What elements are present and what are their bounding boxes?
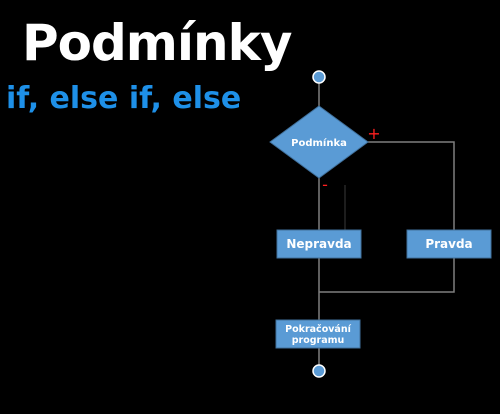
false-node-label: Nepravda	[286, 237, 351, 251]
true-node-box	[406, 229, 492, 259]
decision-diamond-shape	[269, 105, 369, 179]
page-subtitle: if, else if, else	[6, 81, 242, 116]
decision-label: Podmínka	[291, 137, 347, 149]
connector-true-merge	[319, 258, 455, 293]
false-node: Nepravda	[276, 229, 362, 259]
connector-decision-to-true	[368, 141, 455, 230]
continue-node: Pokračování programu	[275, 319, 361, 349]
false-node-box	[276, 229, 362, 259]
end-terminal	[312, 364, 326, 378]
decision-node: Podmínka	[269, 105, 369, 179]
start-terminal	[312, 70, 326, 84]
true-node-label: Pravda	[425, 237, 472, 251]
true-node: Pravda	[406, 229, 492, 259]
continue-node-label-line1: Pokračování	[285, 324, 351, 335]
connectors	[318, 80, 455, 366]
false-branch-marker: -	[322, 175, 328, 194]
page-title: Podmínky	[22, 14, 292, 72]
true-branch-marker: +	[367, 124, 380, 143]
continue-node-box	[275, 319, 361, 349]
continue-node-label-line2: programu	[292, 335, 345, 346]
